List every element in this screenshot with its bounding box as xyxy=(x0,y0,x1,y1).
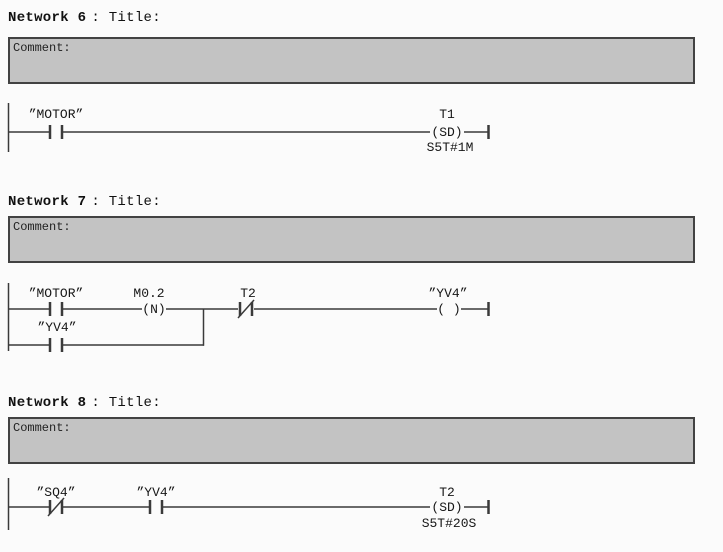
nc-slash xyxy=(47,497,65,517)
coil-time-value: S5T#20S xyxy=(422,516,477,531)
network-8-comment-box[interactable]: Comment: xyxy=(8,417,695,464)
network-7-header[interactable]: Network 7: Title: xyxy=(8,194,161,210)
network-6-name: Network 6 xyxy=(8,10,87,26)
coil-name-label: T1 xyxy=(439,107,455,122)
comment-label: Comment: xyxy=(13,220,71,234)
contact-label: T2 xyxy=(240,286,256,301)
sd-timer-coil-t1[interactable]: T1 (SD) S5T#1M xyxy=(427,107,474,155)
no-contact-yv4-branch[interactable]: ”YV4” xyxy=(37,320,77,352)
output-coil-yv4[interactable]: ”YV4” ( ) xyxy=(428,286,467,317)
network-8-title: : Title: xyxy=(91,395,161,411)
contact-label: ”YV4” xyxy=(136,485,175,500)
coil-time-value: S5T#1M xyxy=(427,140,474,155)
contact-label: ”SQ4” xyxy=(36,485,75,500)
no-contact-motor[interactable]: ”MOTOR” xyxy=(29,286,84,316)
coil-symbol: (SD) xyxy=(431,500,462,515)
network-7-rung: ”MOTOR” M0.2 (N) T2 ”YV4” ( ) ”YV4” xyxy=(7,283,490,352)
contact-label: ”MOTOR” xyxy=(29,107,84,122)
negative-edge-coil-m02[interactable]: M0.2 (N) xyxy=(133,286,165,317)
no-contact-yv4[interactable]: ”YV4” xyxy=(136,485,176,514)
network-8-rung: ”SQ4” ”YV4” T2 (SD) S5T#20S xyxy=(7,478,490,531)
no-contact-motor[interactable]: ”MOTOR” xyxy=(29,107,84,139)
network-8-name: Network 8 xyxy=(8,395,87,411)
nc-slash xyxy=(237,299,255,319)
network-8-header[interactable]: Network 8: Title: xyxy=(8,395,161,411)
coil-name-label: T2 xyxy=(439,485,455,500)
network-6-comment-box[interactable]: Comment: xyxy=(8,37,695,84)
contact-label: ”MOTOR” xyxy=(29,286,84,301)
network-6-title: : Title: xyxy=(91,10,161,26)
coil-symbol: ( ) xyxy=(437,302,460,317)
sd-timer-coil-t2[interactable]: T2 (SD) S5T#20S xyxy=(422,485,477,531)
network-7-name: Network 7 xyxy=(8,194,87,210)
edge-symbol: (N) xyxy=(142,302,165,317)
network-7-comment-box[interactable]: Comment: xyxy=(8,216,695,263)
coil-symbol: (SD) xyxy=(431,125,462,140)
network-6-header[interactable]: Network 6: Title: xyxy=(8,10,161,26)
nc-contact-t2[interactable]: T2 xyxy=(237,286,256,319)
network-7-title: : Title: xyxy=(91,194,161,210)
nc-contact-sq4[interactable]: ”SQ4” xyxy=(36,485,76,517)
comment-label: Comment: xyxy=(13,421,71,435)
comment-label: Comment: xyxy=(13,41,71,55)
edge-name-label: M0.2 xyxy=(133,286,164,301)
coil-name-label: ”YV4” xyxy=(428,286,467,301)
network-6-rung: ”MOTOR” T1 (SD) S5T#1M xyxy=(7,103,490,155)
contact-label: ”YV4” xyxy=(37,320,76,335)
